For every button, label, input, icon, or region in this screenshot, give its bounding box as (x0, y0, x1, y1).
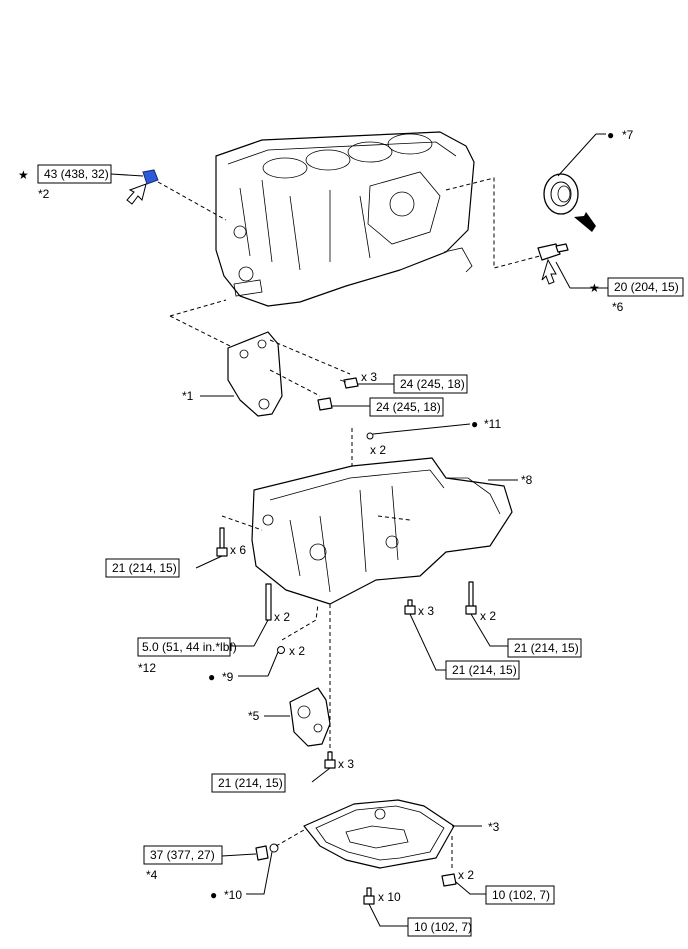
oil-pan-no1-part-8 (251, 457, 513, 605)
bolt (465, 581, 477, 615)
dot-symbol: ● (607, 128, 614, 142)
torque-value: 10 (102, 7) (492, 888, 550, 902)
torque-value: 10 (102, 7) (414, 920, 472, 934)
drain-plug-part-4 (255, 845, 269, 861)
callout-label: *9 (222, 670, 234, 684)
dot-symbol: ● (210, 888, 217, 902)
torque-value: 21 (214, 15) (452, 663, 517, 677)
plug-part-2 (142, 169, 159, 185)
bolt (404, 599, 416, 615)
quantity-label: x 2 (289, 644, 305, 658)
quantity-label: x 2 (274, 610, 290, 624)
callout-label: *4 (146, 868, 158, 882)
torque-value: 24 (245, 18) (376, 400, 441, 414)
star-symbol: ★ (589, 281, 600, 295)
oil-pan-no2-part-3 (303, 799, 455, 869)
torque-value: 21 (214, 15) (112, 561, 177, 575)
torque-value: 37 (377, 27) (150, 848, 215, 862)
callout-label: *10 (224, 888, 242, 902)
torque-value: 20 (204, 15) (614, 280, 679, 294)
bolt (216, 527, 228, 557)
callout-label: *7 (622, 128, 634, 142)
quantity-label: x 3 (418, 604, 434, 618)
callout-label: *2 (38, 187, 50, 201)
callout-label: *3 (488, 820, 500, 834)
oil-pump-part-5 (289, 687, 331, 747)
pointer-arrow-icon (126, 183, 147, 205)
plug-part-11 (366, 432, 374, 440)
quantity-label: x 3 (338, 757, 354, 771)
pointer-arrow-icon (541, 258, 557, 285)
callout-label: *6 (612, 300, 624, 314)
quantity-label: x 2 (458, 868, 474, 882)
sensor-part-6 (537, 243, 569, 261)
callout-label: *1 (182, 389, 194, 403)
quantity-label: x 6 (230, 543, 246, 557)
quantity-label: x 2 (480, 609, 496, 623)
bolt (363, 887, 375, 905)
bolt (317, 397, 333, 411)
dot-symbol: ● (471, 417, 478, 431)
bracket-part-1 (227, 331, 283, 417)
cylinder-block (215, 131, 475, 307)
nut (441, 873, 457, 887)
star-symbol: ★ (18, 168, 29, 182)
callout-label: *5 (248, 709, 260, 723)
bolt (324, 751, 336, 769)
quantity-label: x 3 (361, 370, 377, 384)
callout-label: *11 (484, 417, 501, 431)
torque-value: 43 (438, 32) (44, 167, 109, 181)
callout-label: *8 (521, 473, 533, 487)
install-direction-arrow-icon (574, 212, 596, 232)
callout-label: *12 (138, 661, 156, 675)
o-ring-part-9 (277, 646, 285, 654)
quantity-label: x 10 (378, 890, 401, 904)
torque-value: 21 (214, 15) (218, 776, 283, 790)
quantity-label: x 2 (370, 443, 386, 457)
torque-value: 24 (245, 18) (400, 377, 465, 391)
bolt (339, 377, 359, 389)
torque-value: 5.0 (51, 44 in.*lbf) (142, 640, 237, 654)
oil-seal-part-7 (543, 173, 579, 215)
stud-bolt (265, 583, 272, 621)
torque-value: 21 (214, 15) (514, 641, 579, 655)
dot-symbol: ● (208, 670, 215, 684)
